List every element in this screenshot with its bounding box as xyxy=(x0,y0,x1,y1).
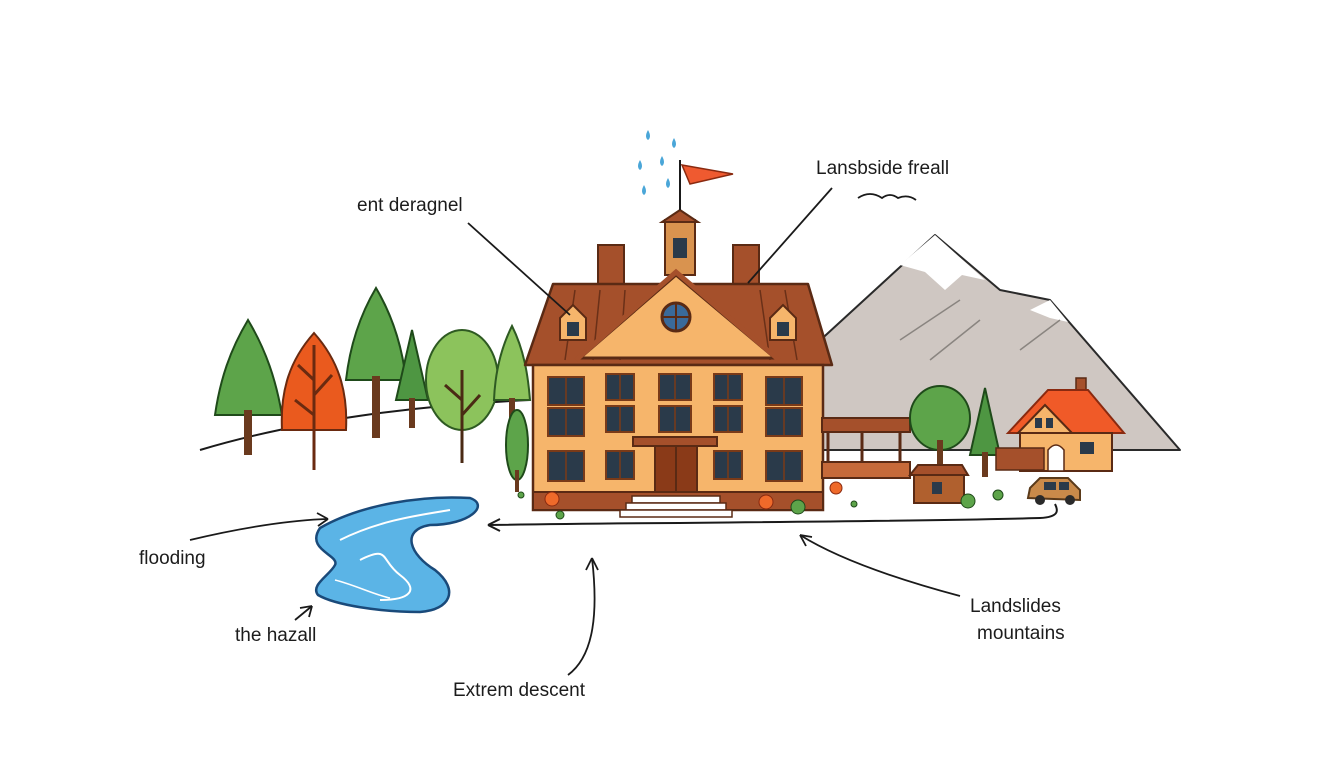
rain-drops xyxy=(638,130,676,195)
school-building xyxy=(523,160,834,518)
car xyxy=(1026,477,1081,505)
label-mountains: mountains xyxy=(977,623,1065,644)
label-descent: Extrem descent xyxy=(453,680,585,701)
label-landslides: Landslides xyxy=(970,596,1061,617)
cypress-tree xyxy=(505,409,529,492)
cottage xyxy=(995,377,1127,472)
shrubs xyxy=(517,489,1004,520)
pine-tree xyxy=(213,318,284,455)
river xyxy=(314,496,479,614)
small-pine xyxy=(394,329,430,428)
forest-left xyxy=(213,286,532,492)
pine-tree xyxy=(344,286,408,438)
annotation-lines xyxy=(189,187,961,676)
round-tree xyxy=(425,329,499,463)
orange-tree xyxy=(280,331,348,470)
flag xyxy=(680,164,734,185)
label-flooding: flooding xyxy=(139,548,206,569)
covered-walkway xyxy=(821,417,911,479)
label-top-left: ent deragnel xyxy=(357,195,463,216)
label-hazall: the hazall xyxy=(235,625,317,646)
label-top-right: Lansbside freall xyxy=(816,158,950,179)
birds xyxy=(857,193,917,201)
shed xyxy=(907,464,970,504)
pumpkins xyxy=(544,481,843,510)
forest-right xyxy=(909,385,1002,477)
path-line xyxy=(487,503,1058,526)
